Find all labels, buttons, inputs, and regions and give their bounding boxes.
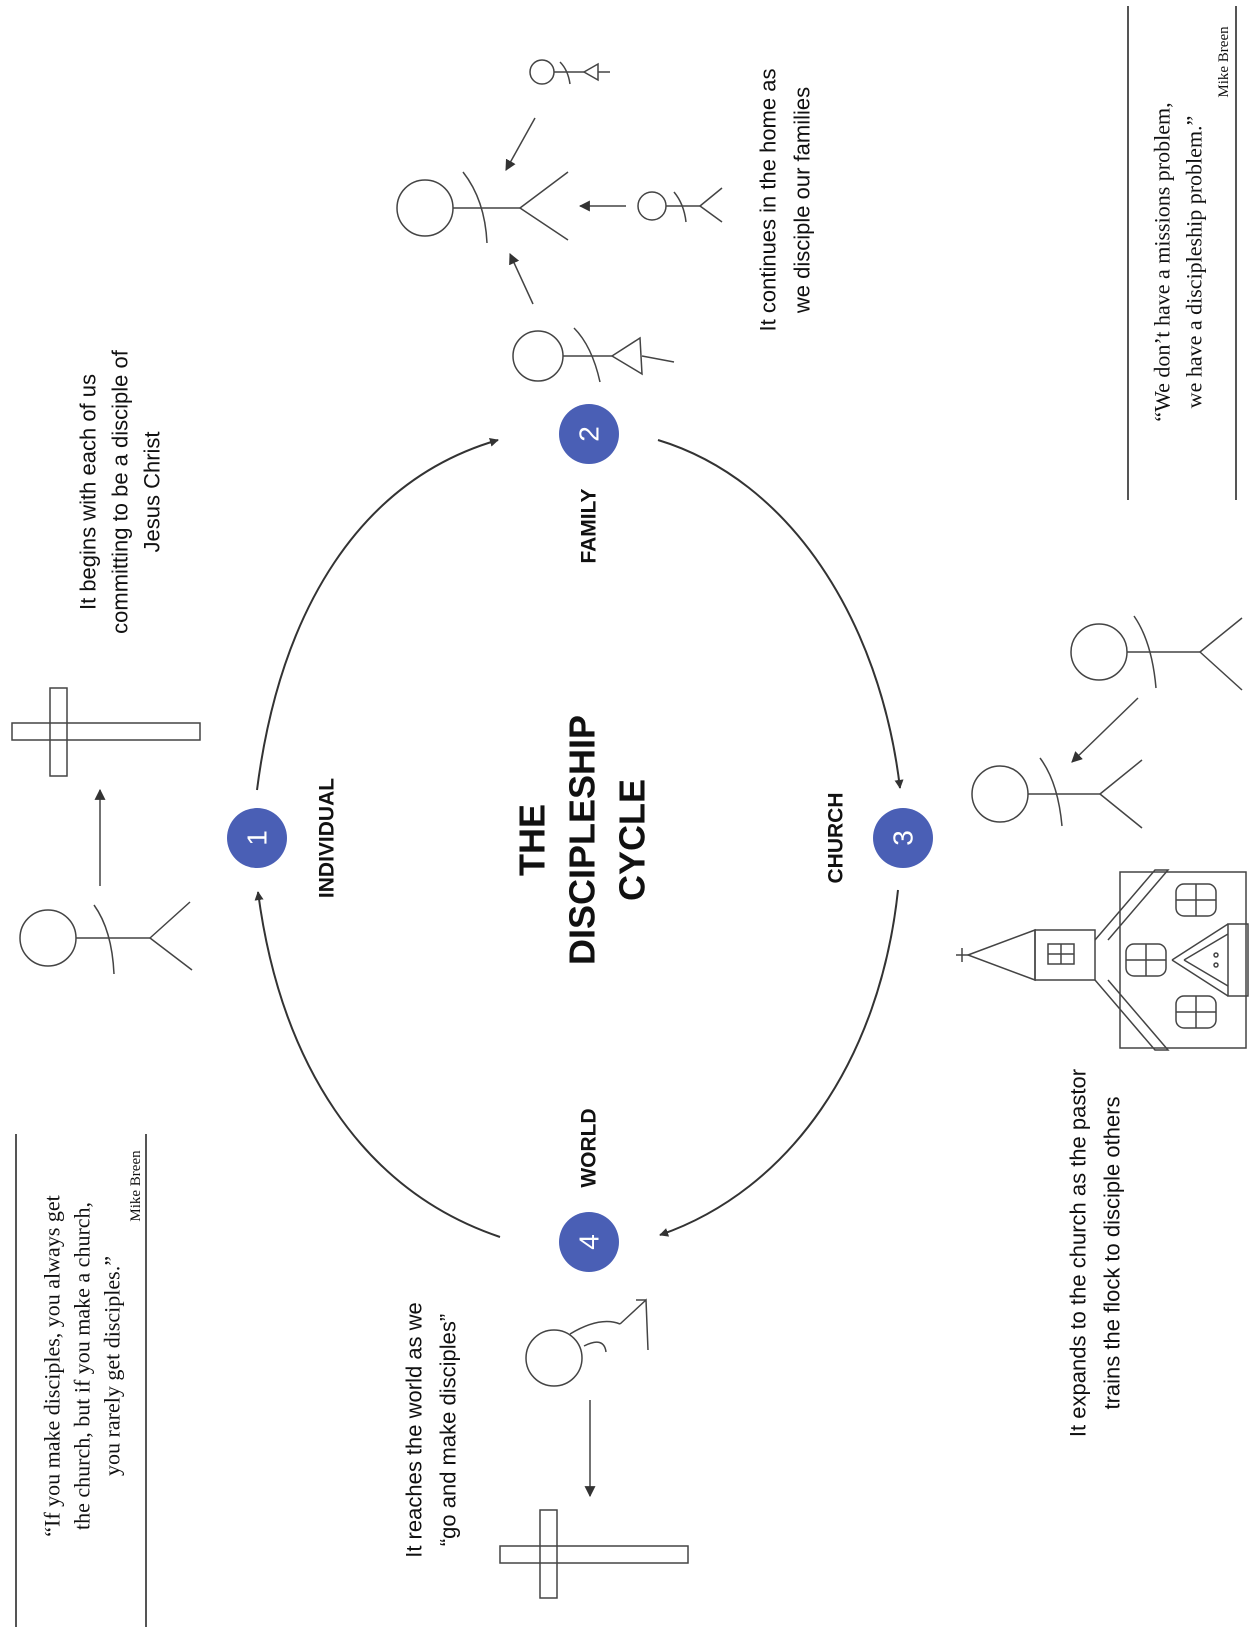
stage-3-desc-line: It expands to the church as the pastor — [1066, 1069, 1091, 1437]
stage-3-desc-line: trains the flock to disciple others — [1100, 1096, 1125, 1409]
family-icon — [396, 59, 723, 383]
stage-1-badge: 1 — [227, 808, 287, 868]
stage-3-number: 3 — [888, 830, 919, 846]
title-line-2: DISCIPLESHIP — [562, 715, 603, 965]
arc-world-to-individual — [254, 891, 501, 1238]
quote-2-line: we have a discipleship problem.” — [1182, 116, 1207, 409]
quote-2-line: “We don’t have a missions problem, — [1150, 102, 1175, 421]
quote-1-line: “If you make disciples, you always get — [40, 1195, 65, 1537]
stage-1-desc-line: Jesus Christ — [140, 431, 165, 552]
stage-2-desc-line: we disciple our families — [790, 87, 815, 314]
quote-2: “We don’t have a missions problem, we ha… — [1150, 102, 1207, 421]
stage-1-desc-line: committing to be a disciple of — [108, 349, 133, 634]
stage-4-desc-line: “go and make disciples” — [436, 1314, 461, 1546]
church-building-icon — [956, 869, 1249, 1051]
stage-1-description: It begins with each of us committing to … — [76, 349, 165, 634]
stage-4-number: 4 — [574, 1234, 605, 1250]
title-line-3: CYCLE — [612, 779, 653, 901]
stage-1-label: INDIVIDUAL — [316, 778, 339, 898]
arc-church-to-world — [659, 889, 899, 1237]
stage-3-badge: 3 — [873, 808, 933, 868]
person-icon — [19, 901, 193, 975]
stage-2-desc-line: It continues in the home as — [756, 69, 781, 332]
quote-2-attribution: Mike Breen — [1216, 26, 1232, 98]
arrow-icon — [505, 117, 536, 171]
title-line-1: THE — [512, 804, 553, 876]
cycle-title: THE DISCIPLESHIP CYCLE — [512, 715, 653, 965]
stage-4-desc-line: It reaches the world as we — [402, 1302, 427, 1558]
person-icon — [971, 757, 1143, 829]
person-icon — [1070, 615, 1243, 691]
stage-2-label: FAMILY — [578, 488, 601, 563]
stage-4-badge: 4 — [559, 1212, 619, 1272]
stage-2-description: It continues in the home as we disciple … — [756, 69, 815, 332]
arrow-icon — [509, 253, 534, 305]
quote-1: “If you make disciples, you always get t… — [40, 1195, 125, 1537]
arrow-icon — [1071, 697, 1139, 763]
stage-2-number: 2 — [574, 426, 605, 442]
stage-1-desc-line: It begins with each of us — [76, 374, 101, 610]
stage-3-description: It expands to the church as the pastor t… — [1066, 1069, 1125, 1437]
cross-icon — [11, 687, 201, 777]
quote-1-attribution: Mike Breen — [128, 1150, 144, 1222]
stage-4-label: WORLD — [578, 1108, 601, 1187]
arc-individual-to-family — [256, 437, 499, 791]
quote-1-line: you rarely get disciples.” — [100, 1256, 125, 1476]
person-icon — [525, 1298, 649, 1387]
arc-family-to-church — [657, 439, 904, 789]
stage-1-number: 1 — [242, 830, 273, 846]
quote-1-line: the church, but if you make a church, — [70, 1202, 95, 1530]
cross-icon — [499, 1509, 689, 1599]
stage-4-description: It reaches the world as we “go and make … — [402, 1302, 461, 1558]
stage-3-label: CHURCH — [825, 793, 848, 884]
stage-2-badge: 2 — [559, 404, 619, 464]
